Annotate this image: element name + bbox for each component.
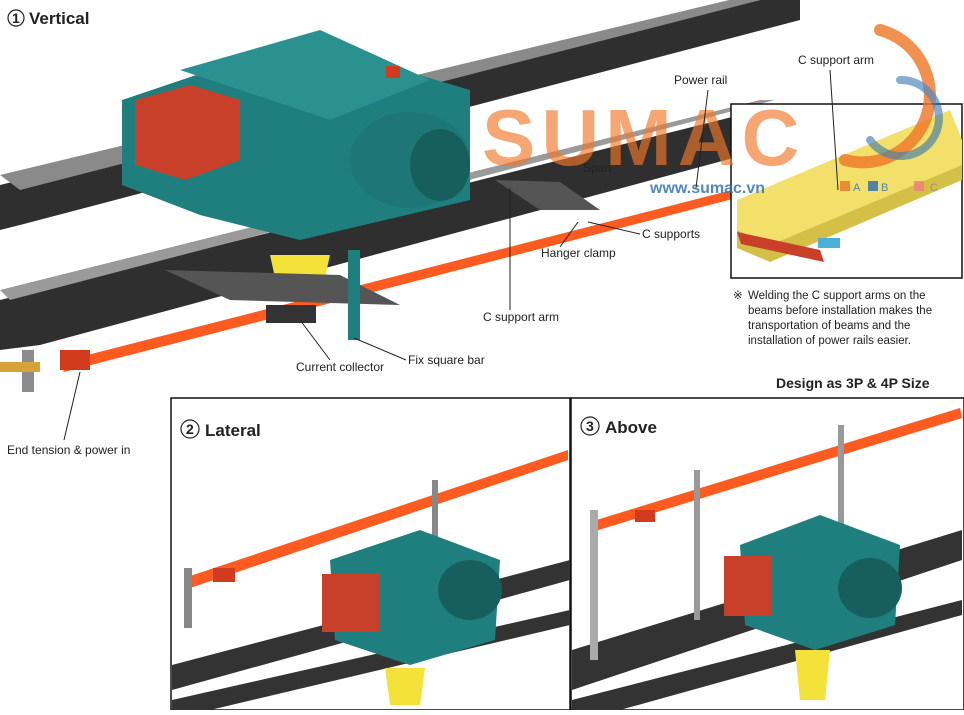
watermark-swirl-icon	[839, 24, 936, 169]
label-c-support-arm: C support arm	[483, 310, 559, 324]
section-title-lateral: Lateral	[205, 421, 261, 440]
lateral-rail	[190, 450, 568, 588]
motor-control-box	[135, 85, 240, 180]
label-power-rail: Power rail	[674, 73, 727, 87]
above-frame	[590, 510, 598, 660]
lateral-motor	[438, 560, 502, 620]
above-hook	[795, 650, 830, 700]
lateral-hook	[385, 668, 425, 705]
lateral-control-box	[322, 574, 380, 632]
inset-blue-pin	[818, 238, 840, 248]
fix-square-bar	[348, 250, 360, 340]
vertical-scene	[0, 0, 800, 392]
above-support-1	[694, 470, 700, 620]
section-number-vertical: 1	[12, 10, 20, 26]
note-line-3: transportation of beams and the	[748, 320, 910, 332]
c-support-arm-right	[495, 180, 600, 210]
note-line-2: beams before installation makes the	[748, 305, 932, 317]
hoist-motor-end	[410, 129, 470, 201]
label-span: Span	[583, 161, 611, 175]
above-panel	[570, 397, 964, 711]
section-title-vertical: Vertical	[29, 9, 90, 28]
lateral-end-box	[213, 568, 235, 582]
label-c-support-arm-inset: C support arm	[798, 53, 874, 67]
watermark-tag-a: A	[853, 182, 861, 194]
watermark-swirl-inner-icon	[866, 75, 943, 160]
end-tension-spring	[0, 362, 40, 372]
installation-note: ※ Welding the C support arms on the beam…	[733, 290, 932, 347]
inset-beam-face	[737, 165, 962, 262]
section-number-lateral: 2	[186, 421, 194, 437]
above-motor	[838, 558, 902, 618]
note-line-4: installation of power rails easier.	[748, 335, 911, 347]
design-size-caption: Design as 3P & 4P Size	[776, 375, 930, 391]
above-control-box	[724, 556, 772, 616]
note-symbol: ※	[733, 290, 743, 302]
label-c-supports: C supports	[642, 227, 700, 241]
note-line-1: Welding the C support arms on the	[748, 290, 926, 302]
section-title-above: Above	[605, 418, 657, 437]
label-current-collector: Current collector	[296, 360, 384, 374]
watermark-brand: SUMAC	[482, 93, 805, 182]
watermark-tag-b: B	[881, 182, 888, 194]
above-support-2	[838, 425, 844, 545]
label-end-tension: End tension & power in	[7, 443, 130, 457]
hoist-drum	[180, 30, 430, 120]
above-rail	[590, 408, 962, 532]
current-collector	[266, 305, 316, 323]
heading-lateral: 2 Lateral	[180, 419, 261, 440]
section-number-above: 3	[586, 418, 594, 434]
inset-red-bar	[737, 232, 824, 262]
c-support-arm-main	[165, 270, 400, 305]
label-fix-square-bar: Fix square bar	[408, 353, 485, 367]
watermark-tag-c: C	[930, 182, 938, 194]
heading-vertical: 1 Vertical	[7, 9, 90, 28]
lateral-panel	[170, 397, 571, 711]
label-hanger-clamp: Hanger clamp	[541, 246, 616, 260]
power-rail	[60, 188, 744, 372]
above-end-box	[635, 510, 655, 522]
lateral-end-post	[184, 568, 192, 628]
red-knob	[386, 66, 400, 78]
lateral-support	[432, 480, 438, 590]
watermark: SUMAC www.sumac.vn A B C	[482, 24, 943, 197]
heading-above: 3 Above	[580, 416, 657, 437]
end-tension-box	[60, 350, 90, 370]
front-beam	[0, 110, 800, 350]
watermark-url: www.sumac.vn	[649, 180, 765, 197]
